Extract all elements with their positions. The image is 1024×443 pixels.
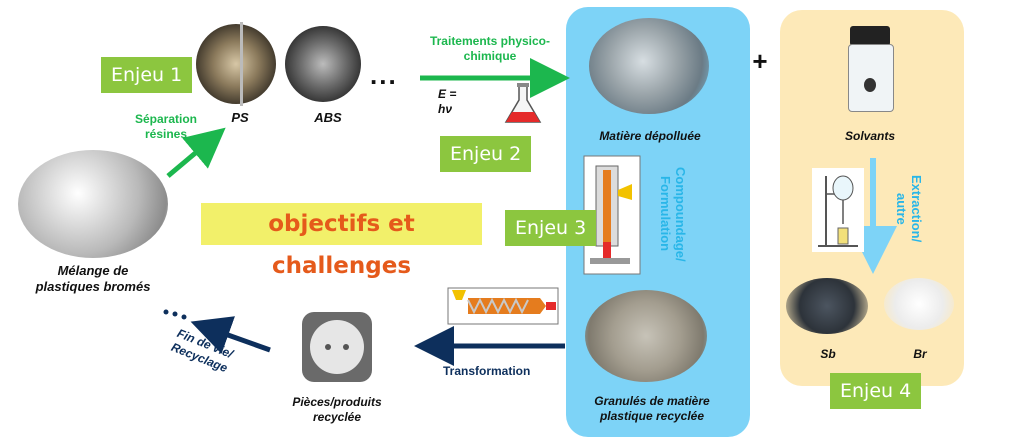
parts-label: Pièces/produits recyclée	[292, 395, 382, 424]
solvent-vial-image	[846, 26, 894, 112]
energy-label-line2: hν	[438, 102, 453, 116]
compounding-label: Compoundage/ Formulation	[658, 166, 688, 262]
abs-resin-image	[285, 26, 361, 102]
more-resins-ellipsis: ...	[370, 60, 398, 90]
brominated-plastics-image	[18, 150, 168, 258]
sb-powder-image	[786, 278, 868, 334]
mixture-label: Mélange de plastiques bromés	[35, 263, 151, 294]
clean-matter-label: Matière dépolluée	[599, 129, 701, 143]
transformation-label: Transformation	[443, 364, 531, 378]
br-label: Br	[913, 347, 927, 361]
separation-label: Séparation résines	[134, 112, 197, 141]
socket-outlet-image	[302, 312, 372, 382]
ps-ruler-line	[240, 22, 243, 106]
ps-label: PS	[231, 110, 249, 125]
granules-label: Granulés de matière plastique recyclée	[594, 394, 710, 423]
ps-resin-image	[196, 24, 276, 104]
enjeu-3-box: Enjeu 3	[505, 210, 597, 246]
separation-arrow	[166, 127, 226, 178]
abs-label: ABS	[314, 110, 342, 125]
main-title: objectifs et challenges	[201, 203, 482, 279]
treatments-label: Traitements physico-chimique	[429, 34, 551, 63]
separatory-funnel-icon	[812, 168, 864, 252]
enjeu-4-box: Enjeu 4	[830, 373, 922, 409]
recycled-granules-image	[585, 290, 707, 382]
sb-label: Sb	[820, 347, 836, 361]
enjeu-1-box: Enjeu 1	[101, 57, 193, 93]
plus-sign: +	[752, 46, 768, 76]
extruder-icon	[447, 287, 559, 325]
end-of-life-arrow	[190, 316, 271, 354]
solvents-label: Solvants	[844, 129, 895, 143]
extraction-label: Extraction/ autre	[894, 175, 924, 243]
energy-label-line1: E =	[438, 87, 457, 101]
flask-icon	[504, 83, 542, 123]
clean-matter-image	[589, 18, 709, 114]
br-powder-image	[884, 278, 954, 330]
enjeu-2-box: Enjeu 2	[440, 136, 532, 172]
